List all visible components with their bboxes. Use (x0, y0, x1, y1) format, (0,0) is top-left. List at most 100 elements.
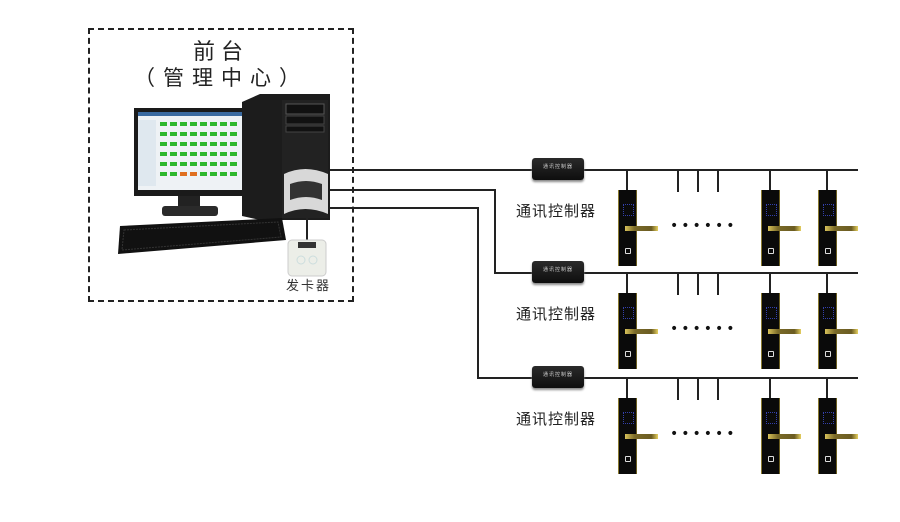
bus-stub (677, 170, 679, 192)
screen-room-cell (180, 132, 187, 136)
door-lock-icon (618, 190, 658, 266)
screen-room-cell (190, 172, 197, 176)
screen-room-cell (170, 142, 177, 146)
keypad-icon (823, 412, 834, 424)
screen-room-cell (230, 142, 237, 146)
screen-room-cell (220, 172, 227, 176)
screen-room-cell (200, 162, 207, 166)
door-lock-icon (761, 398, 801, 474)
screen-room-cell (170, 132, 177, 136)
card-issuer-label: 发卡器 (286, 279, 332, 294)
screen-room-cell (230, 162, 237, 166)
lock-button-icon (768, 248, 774, 254)
screen-room-cell (160, 122, 167, 126)
bus-stub (677, 273, 679, 295)
keypad-icon (823, 204, 834, 216)
screen-room-cell (190, 162, 197, 166)
lock-handle (825, 226, 858, 231)
controller-box-text: 通讯控制器 (542, 267, 573, 273)
screen-room-cell (200, 152, 207, 156)
cable-3-horizontal (330, 207, 479, 209)
lock-button-icon (768, 351, 774, 357)
keypad-icon (766, 307, 777, 319)
keyboard-icon (118, 218, 286, 254)
more-locks-ellipsis: •••••• (670, 321, 738, 337)
screen-room-cell (230, 132, 237, 136)
controller-label: 通讯控制器 (516, 305, 597, 323)
screen-room-cell (230, 172, 237, 176)
screen-room-cell (190, 132, 197, 136)
screen-room-cell (170, 122, 177, 126)
screen-room-cell (170, 162, 177, 166)
lock-drop-line (769, 378, 771, 398)
screen-room-cell (180, 152, 187, 156)
screen-room-cell (190, 152, 197, 156)
lock-drop-line (826, 170, 828, 190)
screen-room-cell (230, 122, 237, 126)
lock-handle (625, 329, 658, 334)
screen-room-cell (180, 162, 187, 166)
lock-button-icon (625, 351, 631, 357)
pc-tower-icon (242, 94, 330, 220)
lock-handle (825, 329, 858, 334)
bus-stub (697, 273, 699, 295)
lock-handle (768, 434, 801, 439)
lock-handle (768, 226, 801, 231)
screen-room-cell (180, 122, 187, 126)
screen-room-cell (160, 132, 167, 136)
lock-handle (825, 434, 858, 439)
screen-room-cell (190, 142, 197, 146)
bus-line-2 (494, 272, 858, 274)
screen-room-cell (200, 172, 207, 176)
screen-room-cell (210, 122, 217, 126)
controller-label: 通讯控制器 (516, 410, 597, 428)
keypad-icon (766, 204, 777, 216)
lock-handle (625, 226, 658, 231)
door-lock-icon (818, 398, 858, 474)
screen-room-cell (170, 172, 177, 176)
lock-drop-line (626, 170, 628, 190)
screen-room-cell (220, 142, 227, 146)
front-desk-title: 前台 (192, 40, 249, 65)
screen-room-cell (200, 122, 207, 126)
lock-button-icon (825, 351, 831, 357)
screen-room-cell (160, 142, 167, 146)
screen-room-cell (210, 172, 217, 176)
door-lock-icon (618, 293, 658, 369)
more-locks-ellipsis: •••••• (670, 218, 738, 234)
bus-stub (697, 170, 699, 192)
bus-line-1 (330, 169, 858, 171)
screen-room-cell (200, 132, 207, 136)
screen-room-cell (220, 132, 227, 136)
controller-label: 通讯控制器 (516, 202, 597, 220)
screen-room-cell (200, 142, 207, 146)
door-lock-icon (818, 293, 858, 369)
comm-controller-icon: 通讯控制器 (532, 261, 584, 283)
screen-room-cell (220, 162, 227, 166)
screen-room-cell (160, 172, 167, 176)
screen-room-cell (190, 122, 197, 126)
door-lock-icon (818, 190, 858, 266)
bus-stub (697, 378, 699, 400)
lock-handle (768, 329, 801, 334)
lock-drop-line (769, 170, 771, 190)
front-desk-boundary (88, 28, 354, 302)
monitor-icon (134, 108, 246, 216)
keypad-icon (623, 204, 634, 216)
cable-3-vertical (477, 207, 479, 379)
screen-room-cell (230, 152, 237, 156)
screen-room-cell (220, 122, 227, 126)
bus-line-3 (477, 377, 858, 379)
bus-stub (717, 273, 719, 295)
comm-controller-icon: 通讯控制器 (532, 158, 584, 180)
lock-button-icon (625, 456, 631, 462)
keypad-icon (823, 307, 834, 319)
screen-room-cell (210, 142, 217, 146)
controller-box-text: 通讯控制器 (542, 164, 573, 170)
screen-room-cell (210, 162, 217, 166)
card-issuer-icon (287, 210, 327, 277)
lock-button-icon (825, 248, 831, 254)
keypad-icon (623, 412, 634, 424)
door-lock-icon (761, 293, 801, 369)
lock-drop-line (769, 273, 771, 293)
